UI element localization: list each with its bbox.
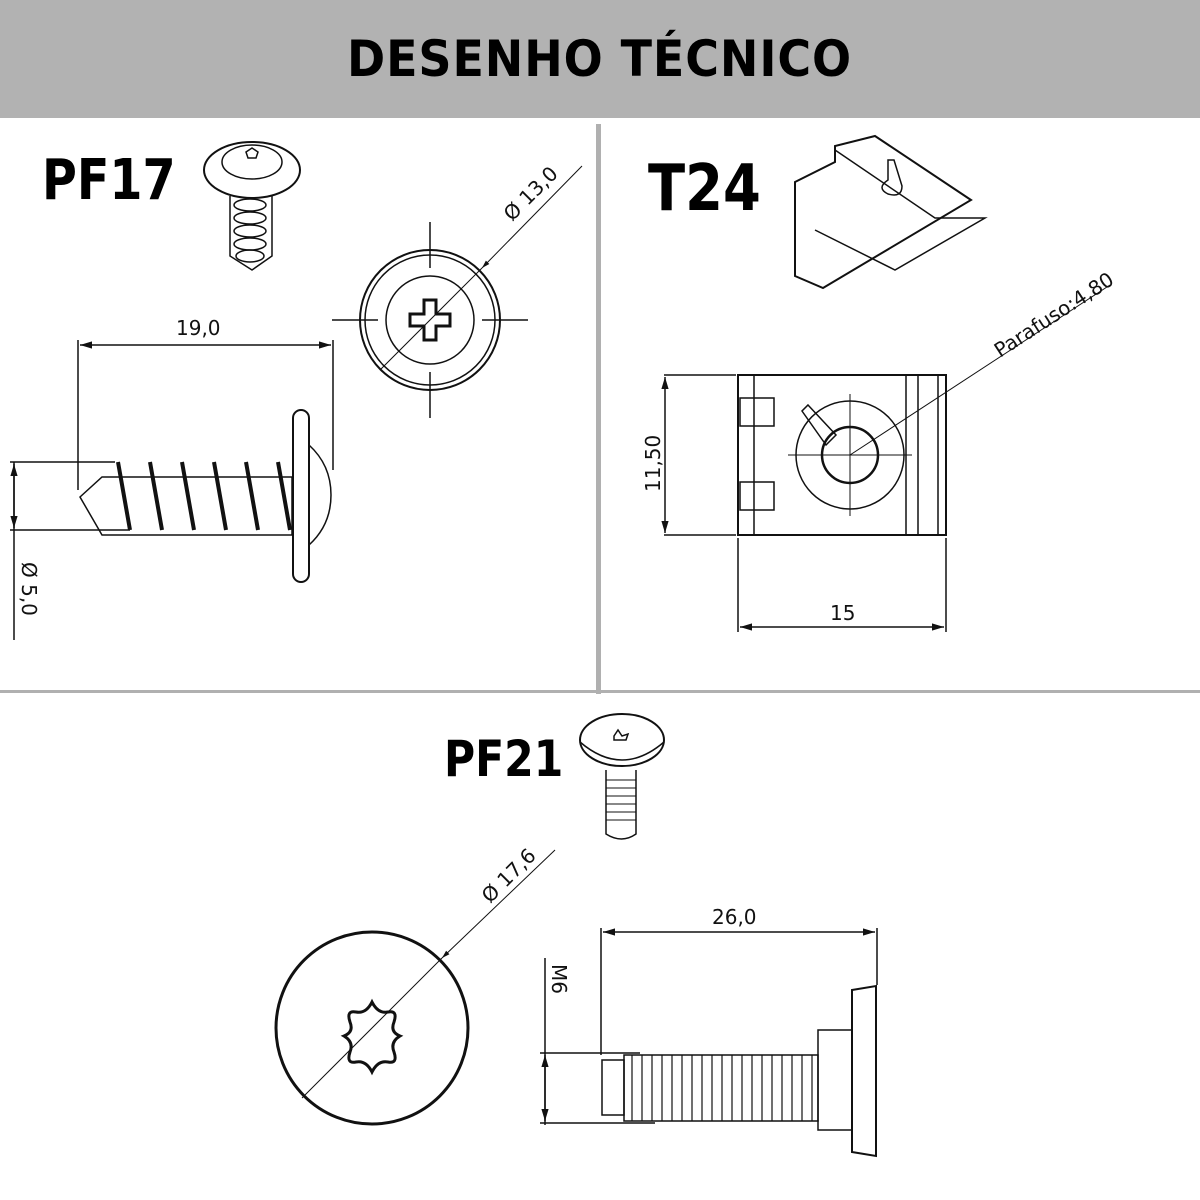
vertical-divider <box>596 124 601 694</box>
dim-t24-width: 15 <box>830 601 855 625</box>
t24-front-view <box>661 284 1111 632</box>
dim-t24-screw: Parafuso:4,80 <box>990 267 1118 362</box>
part-label-pf17: PF17 <box>42 148 176 213</box>
title-banner: DESENHO TÉCNICO <box>0 0 1200 118</box>
dim-pf17-head: Ø 13,0 <box>499 161 563 225</box>
dim-pf21-head: Ø 17,6 <box>477 843 541 907</box>
pf21-side-view <box>540 928 878 1158</box>
pf17-screw-icon <box>203 141 301 271</box>
dim-t24-height: 11,50 <box>641 435 665 492</box>
pf21-top-view <box>274 849 556 1126</box>
pf21-screw-icon <box>579 713 665 840</box>
dim-pf21-length: 26,0 <box>712 905 757 929</box>
page-title: DESENHO TÉCNICO <box>347 30 853 88</box>
part-label-t24: T24 <box>648 152 761 226</box>
pf17-side-view <box>10 340 334 640</box>
part-label-pf21: PF21 <box>444 730 564 788</box>
dim-pf21-thread: M6 <box>547 964 571 994</box>
dim-pf17-thread: Ø 5,0 <box>17 562 41 616</box>
t24-clip-icon <box>794 134 988 290</box>
dim-pf17-length: 19,0 <box>176 316 221 340</box>
pf17-top-view <box>332 165 583 418</box>
horizontal-divider <box>0 690 1200 693</box>
